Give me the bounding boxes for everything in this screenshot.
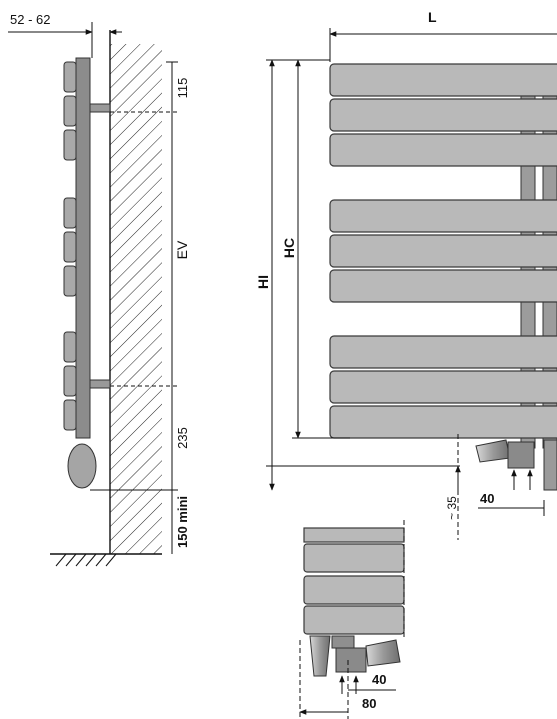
front-panels	[329, 63, 557, 439]
front-view: L HI HC ~ 35	[255, 9, 557, 540]
front-valve-handle	[475, 439, 511, 463]
detail-panels	[303, 527, 405, 635]
depth-range-label: 52 - 62	[10, 12, 50, 27]
front-valve-right	[543, 439, 557, 491]
detail-valve-handle	[365, 639, 401, 667]
dim-150-mini: 150 mini	[175, 496, 190, 548]
side-collector	[75, 57, 91, 439]
dim-hi: HI	[255, 275, 271, 289]
side-panels	[63, 61, 77, 431]
side-dim-ticks	[90, 61, 178, 491]
detail-valve-body	[335, 647, 367, 673]
detail-dim-80: 80	[362, 696, 376, 711]
side-valve	[67, 443, 97, 489]
dim-115: 115	[175, 78, 190, 99]
top-bracket	[89, 103, 111, 113]
wall-hatch	[110, 44, 162, 554]
dim-ev: EV	[174, 240, 190, 259]
detail-dim-40: 40	[372, 672, 386, 687]
detail-valve-left	[309, 635, 331, 677]
floor-hatch	[55, 553, 117, 567]
dim-40-front: 40	[480, 491, 494, 506]
dim-l: L	[428, 9, 437, 25]
detail-valve-neck	[331, 635, 355, 649]
dim-35: ~ 35	[445, 496, 459, 520]
side-view: 52 - 62	[8, 12, 190, 567]
dim-hc: HC	[281, 238, 297, 258]
dim-235: 235	[175, 427, 190, 449]
detail-view: 40 80	[299, 520, 405, 719]
bottom-bracket	[89, 379, 111, 389]
front-valve-body	[507, 441, 535, 469]
